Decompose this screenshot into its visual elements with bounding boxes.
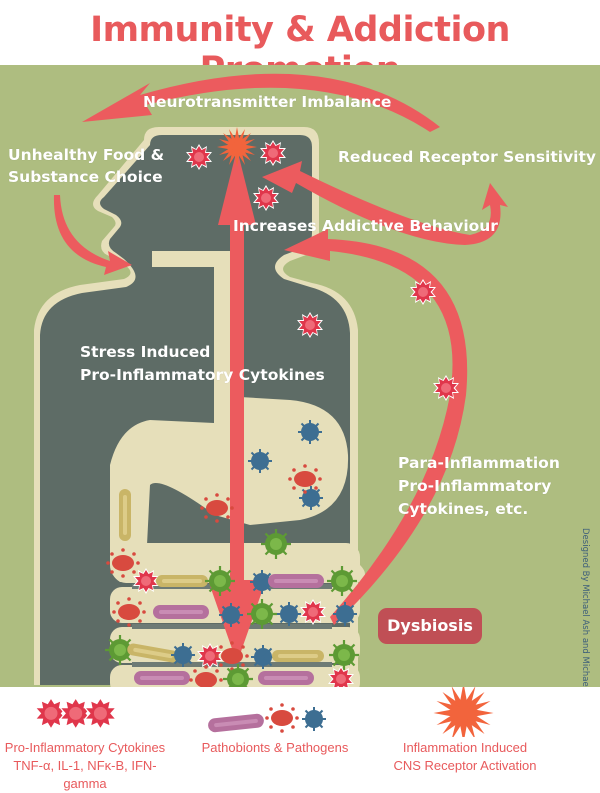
pathobiont-icon — [207, 713, 265, 733]
pathogen-icon — [259, 527, 293, 561]
diagram-art — [0, 65, 600, 687]
label-unhealthy-food-1: Unhealthy Food & — [8, 146, 165, 164]
pathogen-icon — [218, 602, 244, 628]
arrows — [53, 73, 508, 663]
legend-pathogens-line1: Pathobionts & Pathogens — [201, 740, 349, 755]
arrow-stress-vertical — [230, 220, 244, 600]
legend-receptor-line2: CNS Receptor Activation — [393, 758, 537, 773]
arrow-food-choice — [53, 195, 132, 275]
pathobiont-icon — [258, 671, 314, 685]
legend-receptor-line1: Inflammation Induced — [402, 740, 528, 755]
pathogen-icon — [301, 706, 327, 732]
label-stress-1: Stress Induced — [80, 343, 211, 361]
starburst-icon — [217, 127, 257, 167]
label-unhealthy-food-2: Substance Choice — [8, 168, 163, 186]
cytokine-icon — [83, 696, 118, 731]
legend-cytokines-line2: TNF-α, IL-1, NFκ-B, IFN-gamma — [13, 758, 157, 791]
legend: Pro-Inflammatory Cytokines TNF-α, IL-1, … — [0, 687, 600, 791]
legend-cytokines-label: Pro-Inflammatory Cytokines TNF-α, IL-1, … — [0, 739, 170, 793]
pathogen-icon — [245, 597, 279, 631]
arrow-reduced-receptor — [262, 161, 508, 245]
pathogen-icon — [250, 644, 276, 670]
diagram-scene: Neurotransmitter Imbalance Unhealthy Foo… — [0, 65, 600, 687]
starburst-icon — [433, 687, 494, 737]
cytokine-icon — [58, 696, 93, 731]
label-para-2: Pro-Inflammatory — [398, 477, 552, 495]
pathogen-icon — [298, 485, 324, 511]
pathobiont-icon — [119, 489, 131, 541]
pathogen-icon — [325, 564, 359, 598]
label-neurotransmitter: Neurotransmitter Imbalance — [143, 93, 392, 111]
legend-pathogens-label: Pathobionts & Pathogens — [200, 739, 350, 757]
dysbiosis-badge: Dysbiosis — [378, 608, 482, 644]
pathogen-icon — [203, 564, 237, 598]
legend-cytokines-line1: Pro-Inflammatory Cytokines — [4, 740, 166, 755]
pathobiont-icon — [268, 574, 324, 588]
pathobiont-icon — [272, 650, 324, 662]
pathogen-icon — [297, 419, 323, 445]
pathogen-icon — [276, 601, 302, 627]
label-reduced-receptor: Reduced Receptor Sensitivity — [338, 148, 597, 166]
pathogen-icon — [247, 448, 273, 474]
pathobiont-icon — [156, 575, 208, 587]
label-para-3: Cytokines, etc. — [398, 500, 529, 518]
arrow-neurotransmitter — [82, 73, 440, 132]
label-para-1: Para-Inflammation — [398, 454, 560, 472]
pathogen-icon — [327, 638, 361, 672]
pathogen-icon — [332, 601, 358, 627]
label-addictive-behaviour: Increases Addictive Behaviour — [233, 217, 498, 235]
legend-receptor-label: Inflammation Induced CNS Receptor Activa… — [380, 739, 550, 775]
pathogen-icon — [170, 642, 196, 668]
label-stress-2: Pro-Inflammatory Cytokines — [80, 366, 325, 384]
pathogen-icon — [265, 703, 299, 733]
legend-icons — [34, 687, 494, 737]
pathobiont-icon — [153, 605, 209, 619]
pathobiont-icon — [134, 671, 190, 685]
cytokine-icon — [34, 696, 68, 731]
